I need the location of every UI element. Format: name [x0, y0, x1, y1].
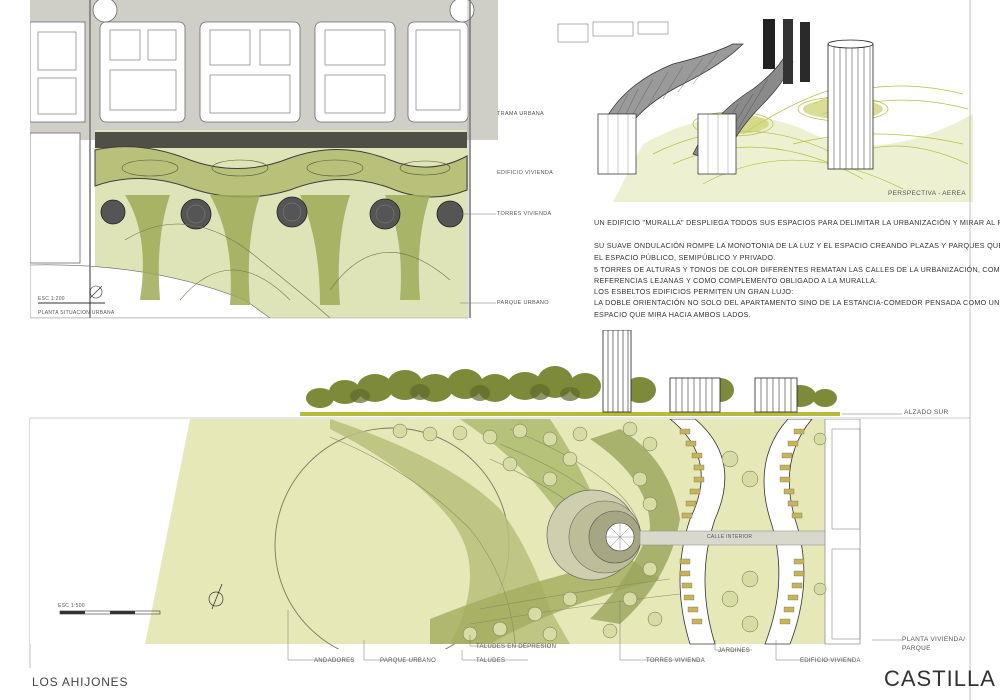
site-label-leaders — [460, 213, 496, 304]
site-label-trama-urbana: TRAMA URBANA — [497, 111, 544, 117]
main-plan-drawing — [30, 419, 861, 649]
callout-taludes: TALUDES — [476, 658, 506, 664]
site-plan-caption: PLANTA SITUACION URBANA — [38, 310, 115, 316]
description-line-2: SU SUAVE ONDULACIÓN ROMPE LA MONOTONIA D… — [594, 241, 1000, 250]
main-plan-right-caption-2: PARQUE — [902, 645, 931, 652]
footer-title-los-ahijones: LOS AHIJONES — [32, 675, 129, 689]
main-plan-right-caption-1: PLANTA VIVIENDA/ — [902, 636, 966, 643]
description-line-3: EL ESPACIO PÚBLICO, SEMIPÚBLICO Y PRIVAD… — [594, 253, 776, 262]
description-line-7: LA DOBLE ORIENTACIÓN NO SOLO DEL APARTAM… — [594, 298, 1000, 307]
site-plan-scale: ESC 1:200 — [38, 296, 65, 302]
callout-jardines: JARDINES — [718, 648, 751, 654]
description-line-4: 5 TORRES DE ALTURAS Y TONOS DE COLOR DIF… — [594, 265, 1000, 274]
site-label-torres-vivienda: TORRES VIVIENDA — [497, 211, 552, 217]
callout-parque-urbano: PARQUE URBANO — [380, 658, 437, 664]
site-label-parque-urbano: PARQUE URBANO — [497, 300, 549, 306]
elevation-caption: ALZADO SUR — [904, 409, 949, 416]
description-line-6: LOS ESBELTOS EDIFICIOS PERMITEN UN GRAN … — [594, 287, 794, 296]
description-line-8: ESPACIO QUE MIRA HACIA AMBOS LADOS. — [594, 310, 751, 319]
callout-andadores: ANDADORES — [314, 658, 355, 664]
elevation-leader — [842, 413, 902, 415]
footer-title-castilla: CASTILLA — [884, 666, 996, 691]
south-elevation-drawing — [300, 330, 840, 416]
right-caption-leader — [872, 639, 902, 641]
main-plan-scale: ESC 1:500 — [58, 603, 85, 609]
callout-torres-vivienda: TORRES VIVIENDA — [646, 658, 706, 664]
site-label-edificio-vivienda: EDIFICIO VIVIENDA — [497, 170, 554, 176]
callout-taludes-depresion: TALUDES EN DEPRESION — [476, 644, 557, 650]
callout-edificio-vivienda: EDIFICIO VIVIENDA — [800, 658, 861, 664]
site-plan-drawing — [30, 0, 498, 318]
description-line-5: REFERENCIAS LEJANAS Y COMO COMPLEMENTO O… — [594, 276, 878, 285]
description-line-1: UN EDIFICIO "MURALLA" DESPLIEGA TODOS SU… — [594, 218, 1000, 227]
aerial-perspective-drawing — [553, 14, 973, 202]
main-plan-street-label: CALLE INTERIOR — [707, 534, 753, 540]
perspective-caption: PERSPECTIVA - AEREA — [888, 190, 966, 197]
